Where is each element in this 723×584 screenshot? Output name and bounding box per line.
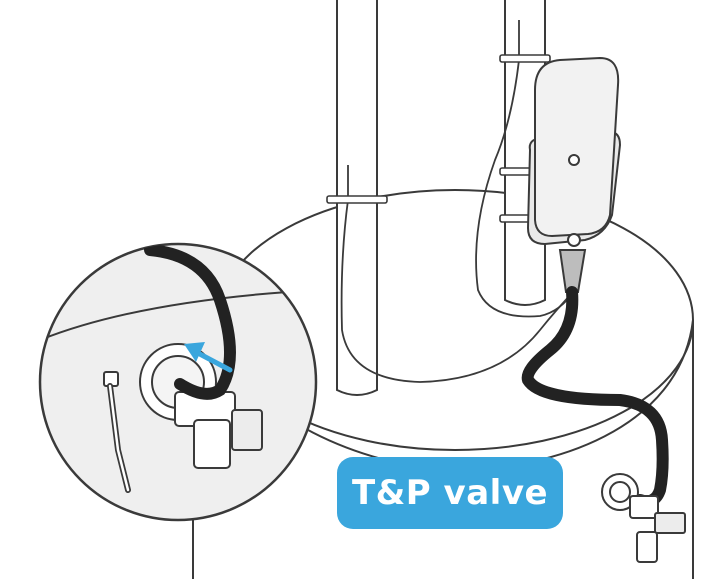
- insertion-arrow-icon: [184, 342, 233, 373]
- sensor-wire: [340, 20, 576, 383]
- sensor-cable: [521, 286, 669, 508]
- zip-tie-icon: [103, 371, 131, 493]
- tp-valve-small: [601, 473, 686, 563]
- magnified-view: [38, 242, 318, 522]
- tp-valve-callout: T&P valve: [337, 457, 563, 529]
- callout-label: T&P valve: [351, 473, 549, 513]
